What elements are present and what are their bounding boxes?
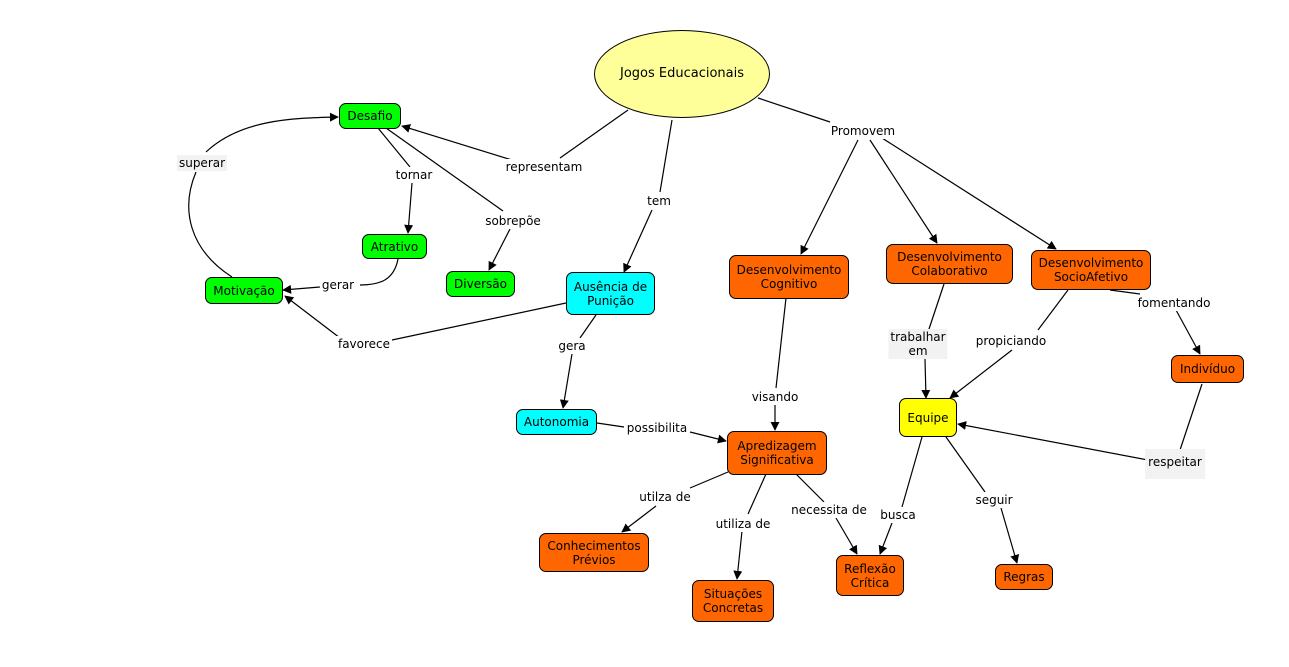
- edge-promovem-cognitivo: [800, 139, 859, 255]
- link-fomentando: fomentando: [1135, 295, 1213, 311]
- edge-tem-ausencia: [623, 209, 653, 273]
- edge-trabalhar-equipe: [921, 358, 931, 399]
- concept-regras[interactable]: Regras: [995, 564, 1053, 590]
- link-promovem: Promovem: [828, 123, 898, 139]
- edge-aprendizagem-necessita: [795, 473, 825, 503]
- edge-possibilita-aprendizagem: [689, 431, 727, 444]
- edge-jogos-tem: [659, 119, 673, 193]
- edge-atrativo-gerar: [359, 258, 399, 286]
- concept-desenvolvimento-socioafetivo[interactable]: Desenvolvimento SocioAfetivo: [1031, 250, 1151, 290]
- concept-desafio[interactable]: Desafio: [339, 103, 401, 129]
- edge-aprendizagem-utiliza: [747, 473, 767, 515]
- edge-aprendizagem-utilza: [689, 471, 729, 489]
- link-busca: busca: [878, 507, 918, 523]
- link-trabalhar-em: trabalhar em: [888, 329, 948, 359]
- edge-necessita-reflexao: [835, 517, 858, 555]
- link-gera: gera: [556, 338, 588, 354]
- edge-favorece-motivacao: [284, 295, 341, 339]
- edge-gerar-motivacao: [282, 284, 321, 294]
- link-favorece: favorece: [335, 336, 393, 352]
- link-tem: tem: [645, 193, 673, 209]
- edge-seguir-regras: [1000, 507, 1020, 564]
- edge-socio-fomentando: [1109, 289, 1141, 295]
- edge-propiciando-equipe: [949, 349, 1013, 399]
- concept-atrativo[interactable]: Atrativo: [362, 234, 427, 259]
- link-gerar: gerar: [319, 277, 357, 293]
- link-visando: visando: [749, 389, 801, 405]
- edge-equipe-busca: [901, 436, 923, 508]
- concept-desenvolvimento-colaborativo[interactable]: Desenvolvimento Colaborativo: [886, 244, 1013, 284]
- link-necessita-de: necessita de: [789, 502, 869, 518]
- edge-motivacao-superar: [188, 171, 233, 278]
- link-respeitar: respeitar: [1145, 449, 1205, 479]
- edge-busca-reflexao: [878, 522, 893, 555]
- edge-cognitivo-visando: [775, 297, 787, 389]
- edge-ausencia-gera: [579, 314, 597, 339]
- concept-equipe[interactable]: Equipe: [899, 398, 957, 437]
- edge-individuo-respeitar: [1179, 383, 1203, 451]
- edge-fomentando-individuo: [1175, 309, 1201, 355]
- concept-jogos-educacionais[interactable]: Jogos Educacionais: [594, 30, 770, 118]
- edge-desafio-tornar: [377, 127, 411, 168]
- edge-autonomia-possibilita: [596, 422, 625, 428]
- link-tornar: tornar: [393, 167, 435, 183]
- concept-desenvolvimento-cognitivo[interactable]: Desenvolvimento Cognitivo: [729, 255, 849, 299]
- link-propiciando: propiciando: [973, 333, 1049, 349]
- edge-equipe-seguir: [945, 436, 986, 493]
- edge-sobrepoe-diversao: [488, 228, 511, 271]
- link-utiliza-de: utiliza de: [713, 516, 773, 532]
- edge-jogos-representam: [559, 109, 629, 159]
- edge-representam-desafio: [401, 124, 513, 161]
- link-utilza-de: utilza de: [637, 489, 693, 505]
- edge-socio-propiciando: [1037, 289, 1069, 331]
- edge-utilza-conhecimentos: [621, 505, 657, 533]
- concept-situacoes-concretas[interactable]: Situações Concretas: [692, 580, 774, 622]
- edge-desafio-sobrepoe: [385, 127, 504, 212]
- edge-gera-autonomia: [559, 353, 573, 409]
- edge-respeitar-equipe: [957, 421, 1149, 461]
- concept-reflexao-critica[interactable]: Reflexão Crítica: [836, 555, 904, 596]
- link-sobrepoe: sobrepõe: [483, 213, 543, 229]
- edge-tornar-atrativo: [404, 182, 414, 234]
- edge-promovem-socio: [881, 137, 1057, 250]
- concept-autonomia[interactable]: Autonomia: [516, 409, 597, 435]
- concept-diversao[interactable]: Diversão: [446, 271, 515, 297]
- edge-jogos-promovem: [757, 97, 831, 123]
- concept-individuo[interactable]: Indivíduo: [1171, 355, 1244, 383]
- edge-superar-desafio: [205, 112, 339, 153]
- edge-utiliza-situacoes: [733, 530, 743, 580]
- concept-conhecimentos-previos[interactable]: Conhecimentos Prévios: [539, 533, 649, 572]
- concept-aprendizagem-significativa[interactable]: Apredizagem Significativa: [727, 431, 827, 475]
- link-superar: superar: [176, 155, 228, 171]
- edge-promovem-colaborativo: [869, 139, 938, 244]
- link-possibilita: possibilita: [624, 420, 690, 436]
- concept-ausencia-de-punicao[interactable]: Ausência de Punição: [566, 272, 655, 315]
- edge-ausencia-favorece: [391, 302, 567, 341]
- edge-colaborativo-trabalhar: [927, 283, 945, 333]
- concept-motivacao[interactable]: Motivação: [205, 277, 283, 304]
- link-seguir: seguir: [973, 492, 1015, 508]
- link-representam: representam: [503, 159, 585, 175]
